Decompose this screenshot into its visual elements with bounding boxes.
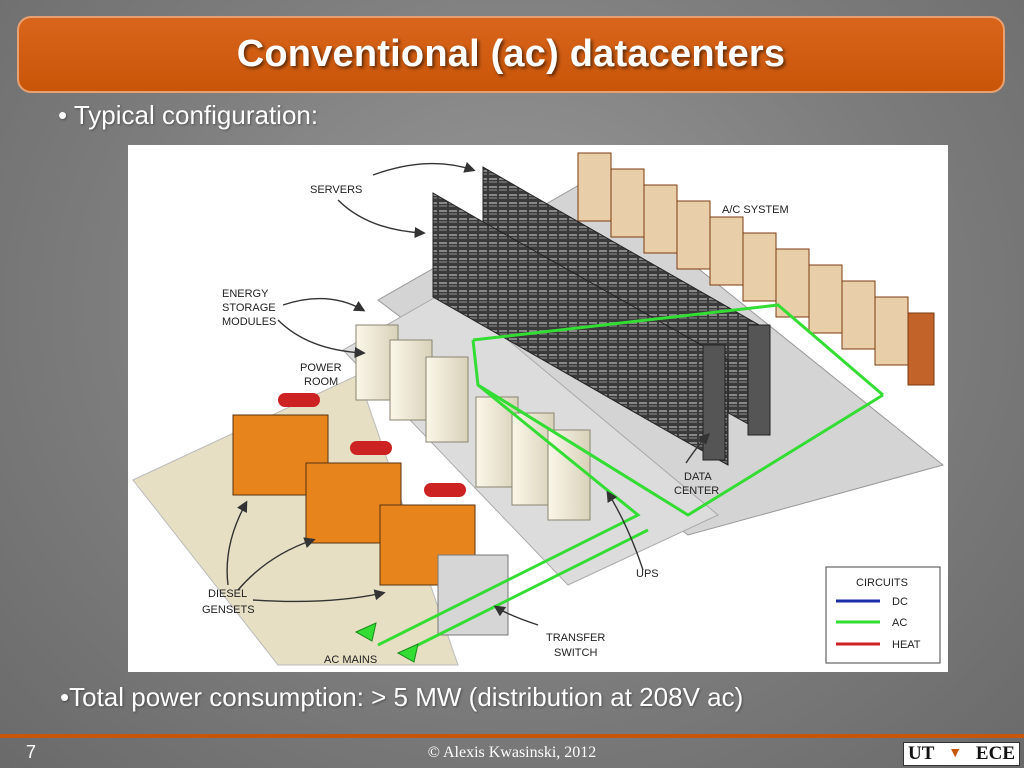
footer-divider [0,734,1024,738]
circuits-legend: CIRCUITS DC AC HEAT [825,566,941,664]
label-transfer-2: SWITCH [554,647,597,659]
label-energy-storage-1: ENERGY [222,288,269,300]
longhorn-icon: ▼ [948,746,963,761]
label-power-room-2: ROOM [304,376,338,388]
label-ac-mains: AC MAINS [324,654,377,666]
label-data-center-2: CENTER [674,485,719,497]
label-ac-system: A/C SYSTEM [722,204,789,216]
datacenter-illustration: SERVERS A/C SYSTEM ENERGY STORAGE MODULE… [132,152,945,666]
title-bar: Conventional (ac) datacenters [17,16,1005,93]
ac-system-units [577,152,935,386]
legend-label-heat: HEAT [892,639,921,651]
label-diesel-1: DIESEL [208,588,247,600]
logo-ece-text: ECE [975,743,1015,764]
callout-arrows [226,162,710,626]
diesel-gensets [232,393,476,586]
label-transfer-1: TRANSFER [546,632,605,644]
label-power-room-1: POWER [300,362,342,374]
ac-circuit-lines [377,303,884,652]
bullet-total-power: •Total power consumption: > 5 MW (distri… [60,682,744,712]
logo-ut-text: UT [908,743,935,764]
label-servers: SERVERS [310,184,362,196]
legend-label-ac: AC [892,617,907,629]
legend-title: CIRCUITS [856,577,908,589]
label-data-center-1: DATA [684,471,712,483]
copyright-text: © Alexis Kwasinski, 2012 [427,744,597,761]
datacenter-diagram: SERVERS A/C SYSTEM ENERGY STORAGE MODULE… [128,145,948,672]
label-energy-storage-2: STORAGE [222,302,276,314]
slide-title: Conventional (ac) datacenters [236,33,786,75]
transfer-switch [437,554,509,636]
label-energy-storage-3: MODULES [222,316,276,328]
legend-label-dc: DC [892,596,908,608]
label-ups: UPS [636,568,659,580]
ut-ece-logo: UT ▼ ECE [903,742,1020,766]
page-number: 7 [26,742,37,762]
ac-mains-arrow-1 [354,622,377,642]
ac-mains-arrow-2 [396,643,419,663]
bullet-typical-configuration: • Typical configuration: [58,100,319,130]
label-diesel-2: GENSETS [202,604,255,616]
